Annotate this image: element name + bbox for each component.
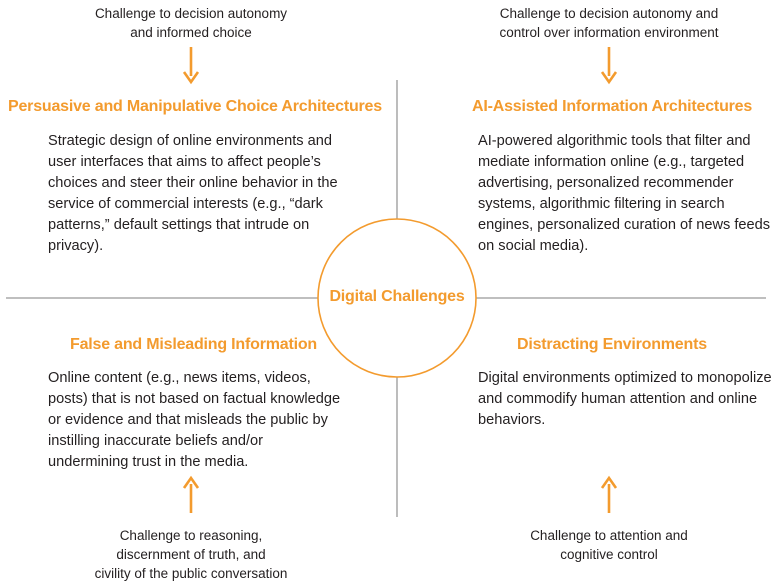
body-bottom-right: Digital environments optimized to monopo…: [478, 368, 772, 431]
challenge-bottom-right: Challenge to attention and cognitive con…: [459, 526, 759, 564]
body-bottom-left: Online content (e.g., news items, videos…: [48, 368, 340, 473]
body-line: Strategic design of online environments …: [48, 133, 332, 149]
body-line: AI-powered algorithmic tools that filter…: [478, 133, 751, 149]
challenge-top-right: Challenge to decision autonomy and contr…: [459, 4, 759, 42]
arrow-down-left-icon: [182, 47, 200, 85]
body-line: instilling inaccurate beliefs and/or: [48, 433, 263, 449]
body-line: user interfaces that aims to affect peop…: [48, 154, 321, 170]
body-line: patterns,” default settings that intrude…: [48, 217, 310, 233]
challenge-line: control over information environment: [499, 25, 719, 40]
body-line: advertising, personalized recommender: [478, 175, 734, 191]
body-line: Digital environments optimized to monopo…: [478, 370, 772, 386]
challenge-line: discernment of truth, and: [116, 547, 266, 562]
body-line: behaviors.: [478, 412, 546, 428]
body-line: choices and steer their online behavior …: [48, 175, 338, 191]
arrow-down-right-icon: [600, 47, 618, 85]
challenge-line: Challenge to decision autonomy and: [499, 6, 719, 21]
body-line: and commodify human attention and online: [478, 391, 758, 407]
body-top-right: AI-powered algorithmic tools that filter…: [478, 131, 770, 257]
title-ai-information-architectures: AI-Assisted Information Architectures: [472, 98, 753, 115]
challenge-line: Challenge to attention and: [530, 528, 688, 543]
arrow-up-left-icon: [182, 475, 200, 513]
title-false-misleading-information: False and Misleading Information: [70, 336, 317, 353]
center-label: Digital Challenges: [329, 288, 465, 305]
body-top-left: Strategic design of online environments …: [48, 131, 338, 257]
body-line: Online content (e.g., news items, videos…: [48, 370, 311, 386]
challenge-bottom-left: Challenge to reasoning, discernment of t…: [41, 526, 341, 583]
title-distracting-environments: Distracting Environments: [517, 336, 707, 353]
title-persuasive-architectures: Persuasive and Manipulative Choice Archi…: [8, 98, 382, 115]
body-line: posts) that is not based on factual know…: [48, 391, 341, 407]
body-line: engines, personalized curation of news f…: [478, 217, 771, 233]
challenge-line: cognitive control: [560, 547, 658, 562]
body-line: undermining trust in the media.: [48, 454, 249, 470]
challenge-line: civility of the public conversation: [94, 566, 288, 581]
body-line: systems, algorithmic filtering in search: [478, 196, 725, 212]
body-line: service of commercial interests (e.g., “…: [48, 196, 323, 212]
body-line: mediate information online (e.g., target…: [478, 154, 745, 170]
challenge-top-left: Challenge to decision autonomy and infor…: [41, 4, 341, 42]
center-circle: [317, 218, 477, 378]
arrow-up-right-icon: [600, 475, 618, 513]
body-line: or evidence and that misleads the public…: [48, 412, 328, 428]
body-line: privacy).: [48, 238, 104, 254]
challenge-line: Challenge to reasoning,: [119, 528, 263, 543]
body-line: on social media).: [478, 238, 589, 254]
challenge-line: Challenge to decision autonomy: [94, 6, 288, 21]
challenge-line: and informed choice: [130, 25, 252, 40]
